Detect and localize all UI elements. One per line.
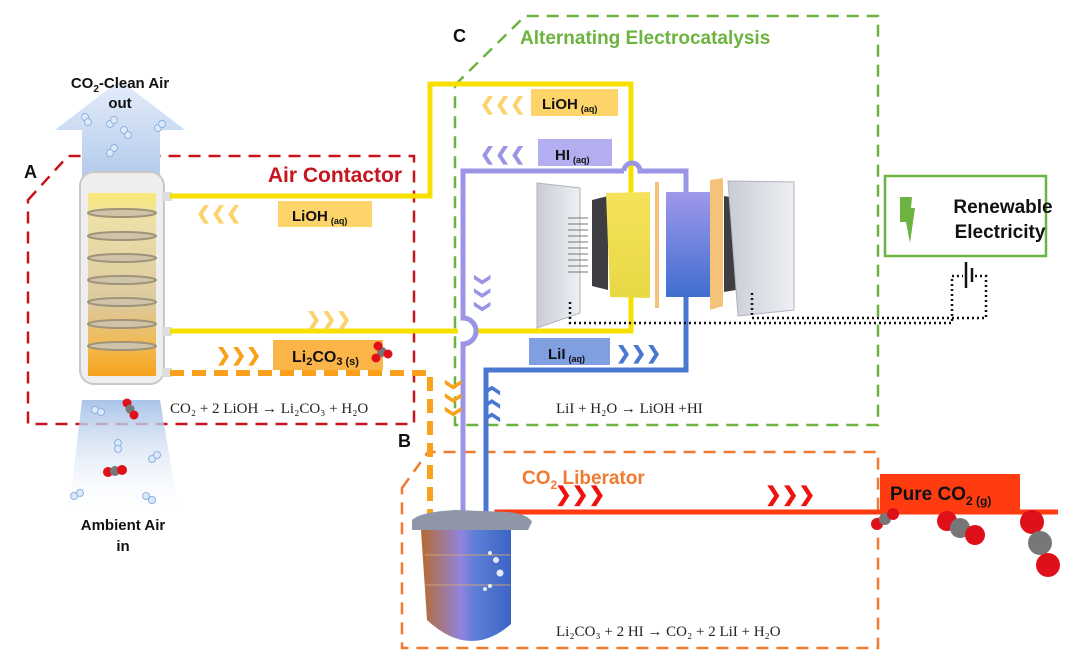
co3-molecule-icon — [371, 341, 393, 363]
tag-lioh-contactor: LiOH(aq) — [278, 201, 372, 227]
contactor-equation: CO₂ + 2 LiOH → Li₂CO₃ + H₂O — [170, 401, 368, 417]
flow-chevrons: ❮❮❮ ❮❮❮ ❮❮❮ ❯❯❯ ❯❯❯ ❯❯❯ ❯❯❯ ❯❯❯ ❯❯❯ ❯❯❯ … — [196, 94, 815, 507]
svg-text:Li2CO3 (s): Li2CO3 (s) — [292, 349, 359, 368]
region-c-electrocatalysis-box — [453, 14, 880, 427]
pure-co2-pipe — [494, 509, 1058, 525]
lii-pipe — [483, 290, 689, 520]
chevron-right-icon: ❯❯❯ — [306, 309, 351, 330]
hi-pipe — [460, 160, 689, 520]
clean-air-out-label: CO2-Clean Air — [71, 75, 170, 95]
tag-hi: HI(aq) — [538, 139, 612, 166]
region-a-air-contactor-box — [26, 154, 416, 426]
clean-air-out-arrow — [55, 80, 185, 196]
tag-lii: LiI(aq) — [529, 338, 610, 365]
co2-molecule-column-inlet — [122, 398, 139, 420]
co2-liberator-title: CO2 Liberator — [522, 468, 645, 492]
chevron-down-icon: ❯❯❯ — [473, 273, 491, 313]
renewable-electricity-box: Renewable Electricity — [883, 174, 1053, 258]
electrocatalysis-title: Alternating Electrocatalysis — [520, 28, 770, 49]
svg-text:Renewable: Renewable — [953, 197, 1052, 218]
svg-text:HI(aq): HI(aq) — [555, 147, 590, 165]
li2co3-pipe — [170, 370, 433, 520]
chevron-right-icon: ❯❯❯ — [765, 484, 815, 507]
tag-pure-co2: Pure CO2 (g) — [880, 474, 1020, 510]
air-contactor-column — [79, 171, 172, 385]
chevron-left-icon: ❮❮❮ — [480, 144, 525, 165]
electrocatalysis-equation: LiI + H₂O → LiOH +HI — [556, 401, 703, 417]
tag-li2co3: Li2CO3 (s) — [273, 340, 393, 370]
region-c-letter: C — [453, 26, 466, 46]
svg-text:Pure CO2 (g): Pure CO2 (g) — [890, 484, 991, 508]
svg-text:LiOH(aq): LiOH(aq) — [542, 96, 597, 114]
electrical-wiring — [568, 274, 988, 325]
lioh-pipe — [170, 81, 634, 334]
co2-molecule-ambient — [103, 465, 127, 477]
co2-molecules-product — [871, 508, 1060, 577]
chevron-down-icon: ❯❯❯ — [444, 378, 462, 418]
air-contactor-title: Air Contactor — [268, 164, 402, 187]
tag-lioh-electrocatalysis: LiOH(aq) — [531, 89, 618, 116]
chevron-right-icon: ❯❯❯ — [616, 343, 661, 364]
liberator-equation: Li₂CO₃ + 2 HI → CO₂ + 2 LiI + H₂O — [556, 624, 781, 640]
electrochemical-cell — [536, 178, 795, 329]
region-b-letter: B — [398, 431, 411, 451]
svg-text:LiOH(aq): LiOH(aq) — [292, 208, 347, 226]
clean-air-out-label-line2: out — [108, 95, 131, 112]
chevron-left-icon: ❮❮❮ — [480, 94, 525, 115]
co2-liberator-vessel — [412, 510, 532, 642]
region-a-letter: A — [24, 162, 37, 182]
chevron-right-icon: ❯❯❯ — [216, 345, 261, 366]
ambient-air-in-label-line2: in — [116, 538, 129, 555]
air-molecules — [70, 113, 166, 504]
ambient-air-in-stream — [68, 400, 180, 520]
chevron-up-icon: ❯❯❯ — [483, 384, 501, 424]
svg-text:LiI(aq): LiI(aq) — [548, 346, 585, 364]
svg-text:Electricity: Electricity — [955, 222, 1046, 243]
chevron-right-icon: ❯❯❯ — [555, 484, 605, 507]
lightning-icon — [900, 197, 915, 243]
ambient-air-in-label: Ambient Air — [81, 517, 166, 534]
battery-icon — [964, 262, 974, 288]
chevron-left-icon: ❮❮❮ — [196, 203, 241, 224]
